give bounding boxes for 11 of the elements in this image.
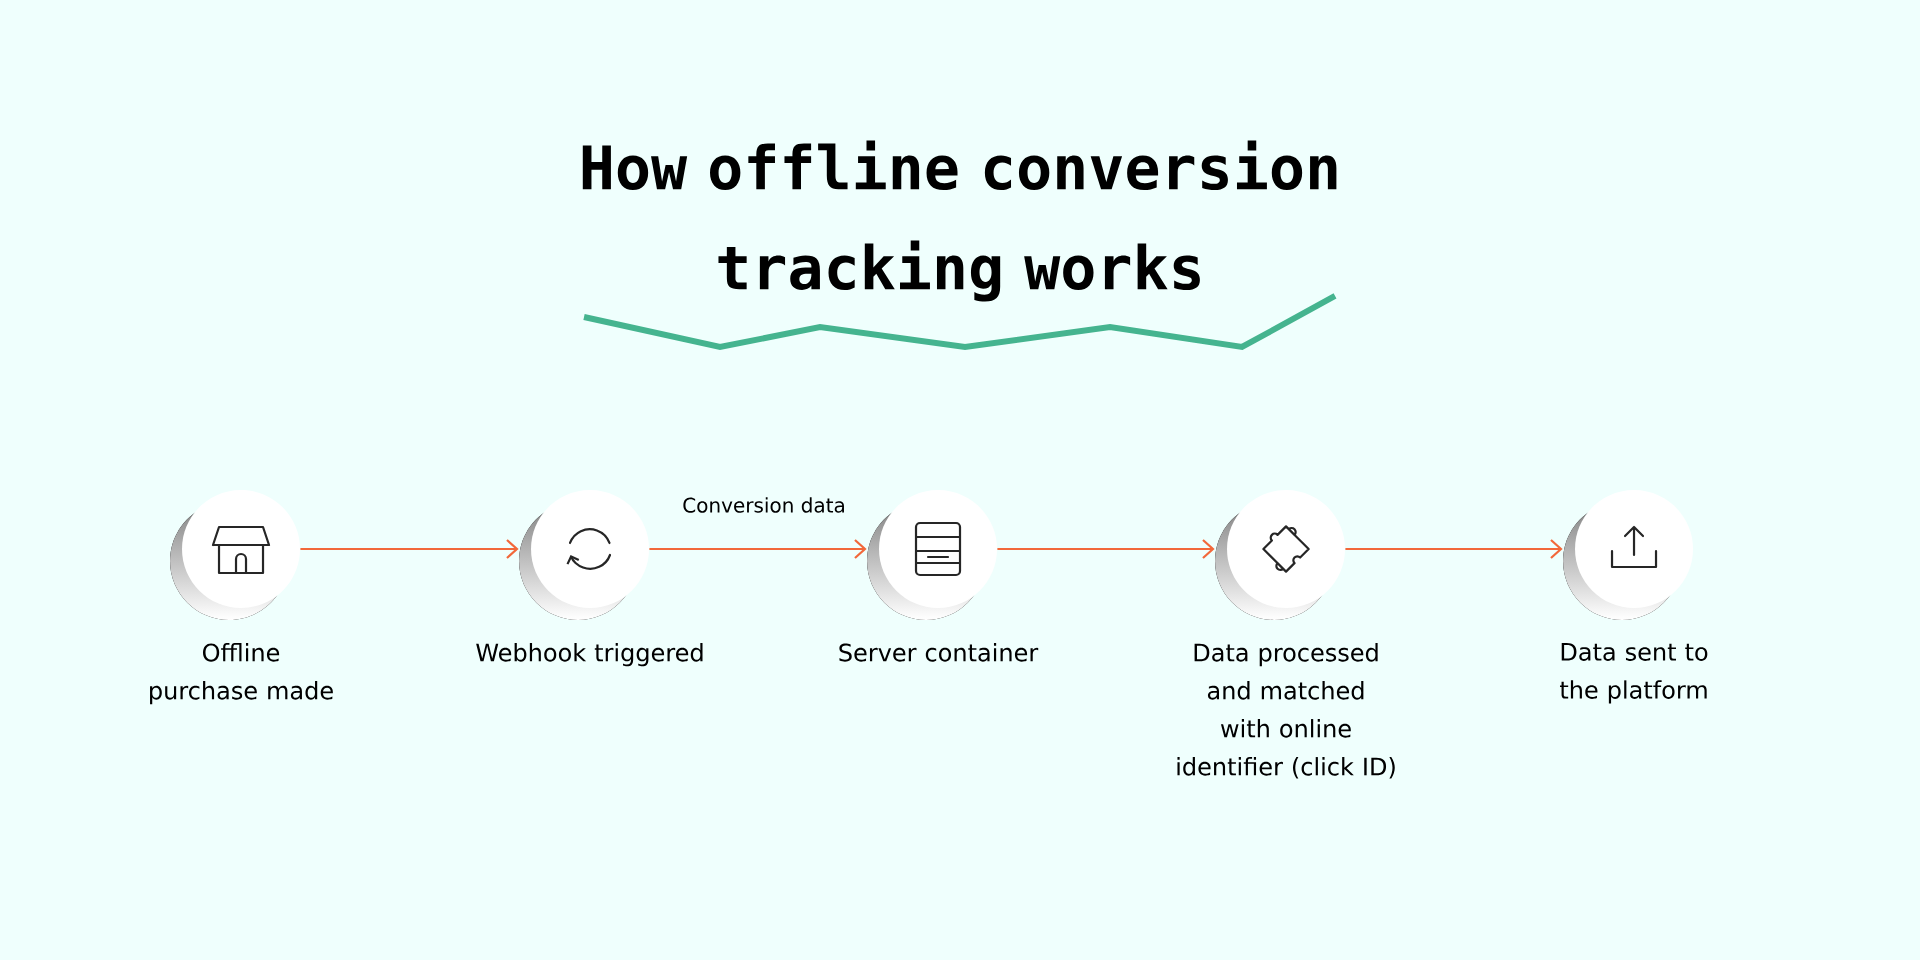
step-label: Data processed and matched with online identifier (click ID) xyxy=(1177,643,1395,779)
step-label: Server container xyxy=(839,643,1039,662)
step-label: Data sent to the platform xyxy=(1560,643,1708,704)
arrow xyxy=(649,539,867,559)
step-label: Webhook triggered xyxy=(476,643,703,667)
edge-label: Conversion data xyxy=(678,493,850,517)
arrow xyxy=(997,539,1215,559)
step-label: Offline purchase made xyxy=(150,643,333,705)
title: How offline conversion tracking works xyxy=(582,140,1337,302)
arrow xyxy=(300,539,519,559)
arrow xyxy=(1345,539,1563,559)
